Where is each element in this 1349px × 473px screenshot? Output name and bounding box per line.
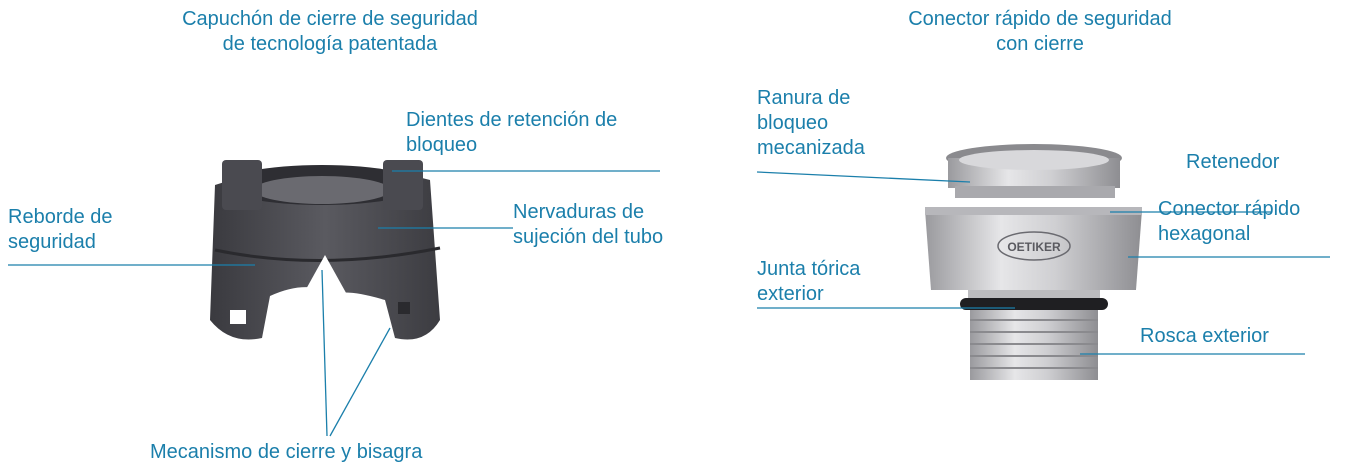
label-groove: Ranura de bloqueo mecanizada [757,87,865,159]
left-title: Capuchón de cierre de seguridad de tecno… [182,8,478,55]
right-title: Conector rápido de seguridad con cierre [908,8,1172,55]
label-thread: Rosca exterior [1140,325,1269,347]
leader-groove [756,171,971,183]
label-retainer: Retenedor [1186,151,1280,173]
label-tube-ribs: Nervaduras de sujeción del tubo [513,201,664,248]
label-safety-flange: Reborde de seguridad [8,206,113,253]
leader-hinge-b [329,327,391,437]
brand-mark: OETIKER [1007,240,1061,254]
cap-body [210,160,441,340]
leader-hinge-a [321,269,328,437]
connector-body [925,144,1142,380]
label-hex: Conector rápido hexagonal [1158,198,1301,245]
label-hinge: Mecanismo de cierre y bisagra [150,441,423,463]
label-oring: Junta tórica exterior [757,258,861,305]
label-retention-teeth: Dientes de retención de bloqueo [406,109,618,156]
